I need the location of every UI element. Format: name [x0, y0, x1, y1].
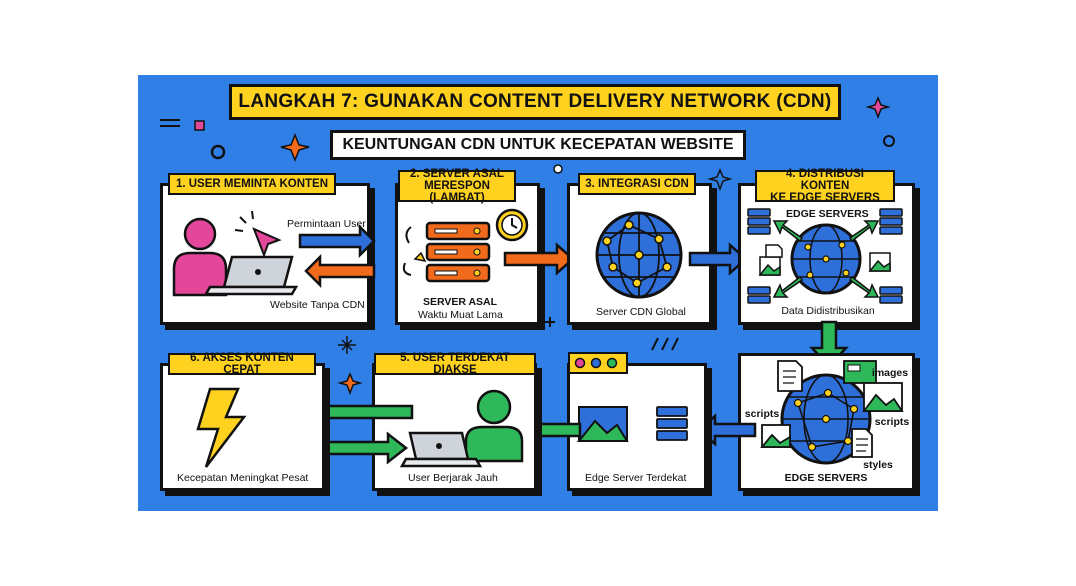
step-6-panel [160, 363, 325, 491]
step-2-label-line2: MERESPON (LAMBAT) [424, 180, 490, 204]
distribution-globe-icon [790, 223, 862, 295]
asset-scripts-left-label: scripts [744, 408, 780, 420]
near-user-body-icon [464, 425, 524, 463]
step-1-label: 1. USER MEMINTA KONTEN [168, 173, 336, 195]
sparkle-icon [337, 372, 363, 396]
sparkle-icon [865, 96, 891, 120]
distribution-arrows [772, 220, 880, 298]
request-arrow [298, 223, 376, 259]
step-2-label-line1: 2. SERVER ASAL [410, 168, 504, 180]
browser-dots-tab [568, 352, 628, 374]
step-3-illustration [595, 211, 683, 299]
dot-decoration [553, 164, 563, 174]
step-2-label: 2. SERVER ASAL MERESPON (LAMBAT) [398, 168, 516, 204]
page-subtitle: KEUNTUNGAN CDN UNTUK KECEPATAN WEBSITE [330, 130, 746, 160]
edge-servers-illustration [760, 360, 904, 465]
loading-icon [402, 226, 412, 276]
page-title: LANGKAH 7: GUNAKAN CONTENT DELIVERY NETW… [229, 84, 841, 120]
lightning-icon [196, 387, 247, 468]
step-4-caption: Data Didistribusikan [781, 305, 875, 317]
step-2-caption-line1: SERVER ASAL [422, 296, 498, 308]
asset-images-label: images [871, 367, 909, 379]
sparkle-icon [707, 168, 733, 192]
step-3-caption: Server CDN Global [596, 306, 686, 318]
sparkle-icon [280, 132, 310, 163]
document-icon [777, 360, 803, 392]
step-1-illustration [172, 210, 376, 297]
edge-server-icon [747, 208, 903, 304]
step-4-label-line2: KE EDGE SERVERS [770, 192, 880, 204]
image-file-icon [758, 244, 891, 276]
step-4-label: 4. DISTRIBUSI KONTEN KE EDGE SERVERS [755, 168, 895, 204]
edge-globe-icon [780, 373, 872, 465]
near-user-head-icon [476, 389, 512, 425]
slash-decoration [651, 337, 679, 351]
cursor-icon [252, 227, 282, 258]
nearest-edge-illustration [576, 406, 688, 442]
step-4-illustration [747, 208, 903, 304]
plus-decoration [545, 317, 555, 327]
asset-styles-label: styles [863, 459, 893, 471]
arrow-to-nearest-edge [697, 413, 757, 447]
browser-dots-icon [574, 357, 618, 369]
ring-decoration [883, 135, 895, 147]
step-5-label: 5. USER TERDEKAT DIAKSE [374, 352, 536, 376]
step-4-label-line1: 4. DISTRIBUSI KONTEN [786, 168, 864, 192]
step-2-caption-line2: Waktu Muat Lama [418, 309, 503, 321]
step-5-illustration [399, 389, 524, 468]
edge-servers-label: EDGE SERVERS [786, 208, 869, 220]
square-decoration [194, 120, 205, 131]
step-6-illustration [196, 387, 247, 468]
step-6-label: 6. AKSES KONTEN CEPAT [168, 352, 316, 376]
lines-decoration [160, 119, 180, 127]
response-arrow [304, 253, 376, 289]
user-body-icon [172, 251, 228, 297]
user-head-icon [183, 217, 217, 251]
edge-servers-caption: EDGE SERVERS [784, 472, 868, 484]
globe-icon [595, 211, 683, 299]
step-6-caption: Kecepatan Meningkat Pesat [177, 472, 309, 484]
ring-decoration [210, 144, 226, 160]
burst-decoration [338, 336, 356, 354]
asset-scripts-right-label: scripts [874, 416, 910, 428]
step-3-label: 3. INTEGRASI CDN [578, 173, 696, 195]
step-5-caption: User Berjarak Jauh [408, 472, 498, 484]
origin-server-icon [425, 221, 491, 283]
styles-icon [851, 428, 873, 458]
response-label: Website Tanpa CDN [270, 299, 365, 311]
arrow-to-step-3 [503, 242, 575, 276]
request-label: Permintaan User [287, 218, 366, 230]
photo-icon [576, 406, 629, 442]
step-2-illustration [402, 208, 529, 283]
nearest-edge-caption: Edge Server Terdekat [585, 472, 687, 484]
nearest-server-icon [656, 406, 688, 441]
